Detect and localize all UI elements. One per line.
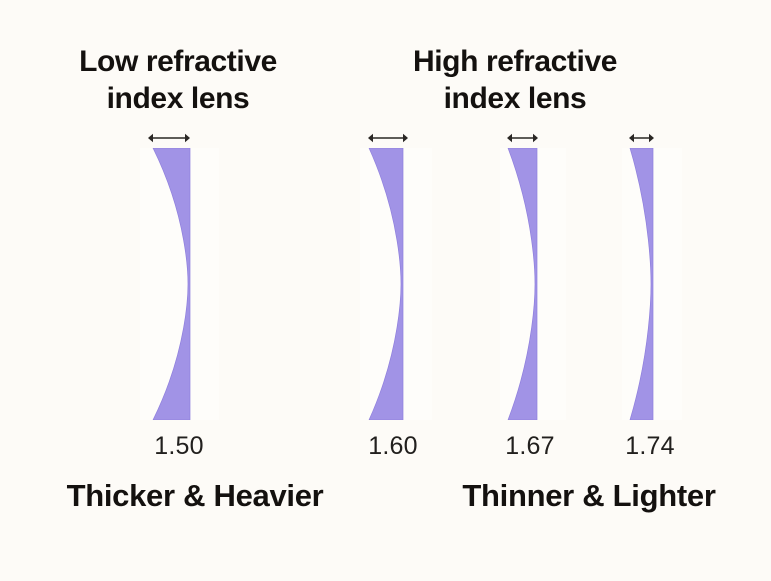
heading-low-refractive-index: Low refractive index lens <box>79 45 277 115</box>
thickness-arrow-icon <box>629 126 654 146</box>
refractive-index-label: 1.50 <box>154 432 204 460</box>
thickness-arrow-icon <box>148 126 190 146</box>
thickness-arrow-icon <box>507 126 538 146</box>
lens-shape-1-50 <box>152 148 191 420</box>
caption-thicker-heavier: Thicker & Heavier <box>66 478 324 513</box>
heading-high-refractive-index: High refractive index lens <box>412 45 618 115</box>
lens-shape-1-67 <box>507 148 538 420</box>
thickness-arrow-icon <box>368 126 408 146</box>
refractive-index-label: 1.60 <box>368 432 418 460</box>
refractive-index-label: 1.67 <box>505 432 555 460</box>
refractive-index-label: 1.74 <box>625 432 675 460</box>
lens-shape-1-60 <box>368 148 404 420</box>
caption-thinner-lighter: Thinner & Lighter <box>462 478 716 513</box>
lens-shape-1-74 <box>629 148 654 420</box>
